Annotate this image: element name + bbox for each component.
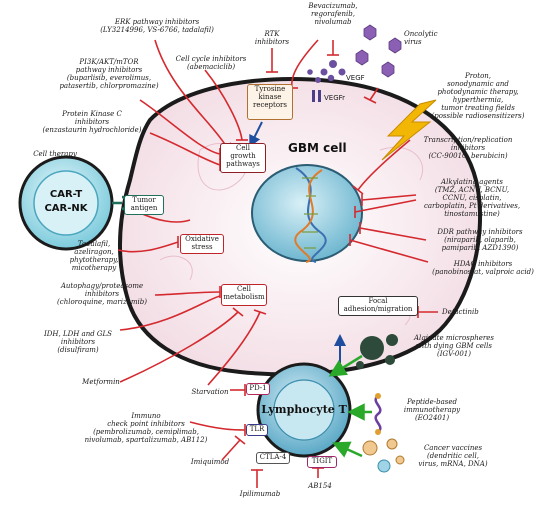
ddr-inhibitors-label: DDR pathway inhibitors (niraparib, olapa… bbox=[437, 228, 523, 252]
inhibition-lines bbox=[117, 39, 438, 488]
vegfr-label: VEGFr bbox=[324, 94, 345, 102]
alginate-microspheres-label: Alginate microspheres with dying GBM cel… bbox=[413, 334, 495, 358]
imiquimod-label: Imiquimod bbox=[190, 458, 230, 466]
bevacizumab-label: Bevacizumab, regorafenib, nivolumab bbox=[308, 2, 358, 26]
cell-cycle-inhibitors-label: Cell cycle inhibitors (abemaciclib) bbox=[175, 55, 247, 71]
cell-metabolism-box: Cell metabolism bbox=[221, 284, 267, 306]
cell-therapy-label: Cell therapy bbox=[33, 150, 78, 158]
peptide-icon bbox=[374, 393, 382, 435]
ipilimumab-label: Ipilimumab bbox=[239, 490, 281, 498]
ab154-label: AB154 bbox=[308, 482, 332, 490]
lymphocyte-t-cell bbox=[256, 362, 352, 458]
pd1-box: PD-1 bbox=[246, 383, 270, 395]
transcription-inhibitors-label: Transcription/replication inhibitors (CC… bbox=[423, 136, 513, 160]
autophagy-inhibitors-label: Autophagy/proteasome inhibitors (chloroq… bbox=[57, 282, 147, 306]
vegfr-receptor-icon bbox=[312, 90, 321, 102]
tlr-box: TLR bbox=[246, 424, 268, 436]
pkc-inhibitors-label: Protein Kinase C inhibitors (enzastaurin… bbox=[42, 110, 142, 134]
peptide-immunotherapy-label: Peptide-based immunotherapy (EO2401) bbox=[403, 398, 461, 422]
car-t-title: CAR-T bbox=[50, 189, 82, 200]
ctla4-box: CTLA-4 bbox=[256, 452, 290, 464]
oxidative-stress-box: Oxidative stress bbox=[180, 234, 224, 254]
tyrosine-kinase-receptors-box: Tyrosine kinase receptors bbox=[247, 84, 293, 120]
alginate-microspheres-icon bbox=[356, 334, 398, 369]
immuno-checkpoint-label: Immuno check point inhibitors (pembroliz… bbox=[84, 412, 208, 444]
car-nk-title: CAR-NK bbox=[44, 203, 88, 214]
starvation-label: Starvation bbox=[191, 388, 229, 396]
car-t-cell bbox=[18, 155, 114, 251]
pi3k-inhibitors-label: PI3K/AKT/mTOR pathway inhibitors (buparl… bbox=[59, 58, 159, 90]
cell-growth-pathways-box: Cell growth pathways bbox=[220, 143, 266, 173]
oncolytic-virus-icon bbox=[355, 24, 402, 78]
erk-inhibitors-label: ERK pathway inhibitors (LY3214996, VS-67… bbox=[100, 18, 214, 34]
cancer-vaccines-label: Cancer vaccines (dendritic cell, virus, … bbox=[418, 444, 488, 468]
lightning-icon bbox=[381, 99, 437, 161]
oncolytic-virus-label: Oncolytic virus bbox=[404, 30, 438, 46]
focal-adhesion-box: Focal adhesion/migration bbox=[338, 296, 418, 316]
lymphocyte-title: Lymphocyte T bbox=[261, 403, 347, 416]
gbm-cell-title: GBM cell bbox=[288, 141, 347, 155]
dna-helix-icon bbox=[294, 167, 327, 263]
rtk-inhibitors-label: RTK inhibitors bbox=[254, 30, 290, 46]
tumor-antigen-box: Tumor antigen bbox=[124, 195, 164, 215]
vaccine-icon bbox=[362, 438, 405, 473]
tadalafil-label: Tadalafil, azeliragon, phytotherapy, mic… bbox=[69, 240, 119, 272]
tigit-box: TIGIT bbox=[307, 456, 337, 468]
metformin-label: Metformin bbox=[82, 378, 120, 386]
idh-inhibitors-label: IDH, LDH and GLS inhibitors (disulfiram) bbox=[44, 330, 112, 354]
activation-arrows bbox=[328, 354, 372, 458]
proton-therapy-label: Proton, sonodynamic and photodynamic the… bbox=[431, 72, 525, 120]
vegf-molecules-icon bbox=[307, 60, 346, 83]
hdac-inhibitors-label: HDAC inhibitors (panobinostat, valproic … bbox=[432, 260, 534, 276]
vegf-label: VEGF bbox=[346, 74, 365, 82]
alkylating-agents-label: Alkylating agents (TMZ, ACNU, BCNU, CCNU… bbox=[423, 178, 521, 218]
defactinib-label: Defactinib bbox=[442, 308, 479, 316]
